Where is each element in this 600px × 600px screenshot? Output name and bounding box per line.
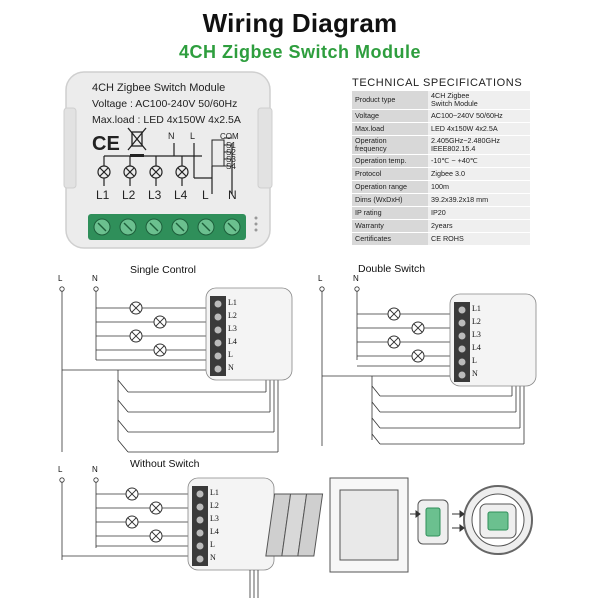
mini-module-terminal-label: L3 [228, 324, 237, 333]
spec-label: Product type [352, 91, 428, 111]
terminal-label-l3: L3 [148, 188, 162, 202]
module-voltage-label: Voltage : AC100-240V 50/60Hz [92, 98, 238, 110]
spec-label: Operation temp. [352, 154, 428, 169]
spec-label: Protocol [352, 167, 428, 182]
mini-module-terminal-label: L3 [472, 330, 481, 339]
spec-label: Max.load [352, 122, 428, 137]
mini-module-terminal-label: L4 [228, 337, 237, 346]
spec-value: LED 4x150W 4x2.5A [428, 122, 530, 137]
switch-module-illustration: CE [62, 68, 274, 252]
single-control-title: Single Control [130, 264, 196, 276]
mini-module-terminal-label: L2 [472, 317, 481, 326]
module-s2-label: S2 [226, 148, 236, 157]
spec-row: Operation temp.-10℃ ~ +40℃ [352, 154, 530, 169]
installation-illustration [265, 477, 533, 573]
spec-value: CE ROHS [428, 232, 530, 247]
single-control-diagram [59, 286, 293, 453]
svg-text:CE: CE [92, 133, 120, 155]
double-neutral-label: N [353, 274, 359, 283]
single-line-label: L [58, 274, 63, 283]
spec-label: Voltage [352, 109, 428, 124]
module-s1-label: S1 [226, 141, 236, 150]
mini-module-terminal-label: L4 [210, 527, 219, 536]
page-subtitle: 4CH Zigbee Switch Module [178, 42, 422, 62]
without-switch-diagram [59, 477, 275, 598]
mini-module-terminal-label: L1 [472, 304, 481, 313]
without-line-label: L [58, 465, 63, 474]
spec-label: Warranty [352, 219, 428, 234]
spec-value: 2years [428, 219, 530, 234]
mini-module-terminal-label: L [210, 540, 215, 549]
mini-module-terminal-label: L4 [472, 343, 481, 352]
terminal-label-l: L [202, 188, 209, 202]
module-body-graphic: CE [63, 71, 273, 249]
double-switch-diagram [319, 286, 537, 446]
mini-module-terminal-label: L [472, 356, 477, 365]
spec-label: IP rating [352, 206, 428, 221]
terminal-label-n: N [228, 188, 237, 202]
mini-module-terminal-label: N [228, 363, 234, 372]
mini-module-terminal-label: L3 [210, 514, 219, 523]
without-neutral-label: N [92, 465, 98, 474]
spec-value: -10℃ ~ +40℃ [428, 154, 530, 169]
mini-module-terminal-label: L1 [210, 488, 219, 497]
module-com-label: COM [220, 132, 239, 141]
spec-value: 39.2x39.2x18 mm [428, 193, 530, 208]
mini-module-terminal-label: N [210, 553, 216, 562]
module-input-l: L [190, 131, 196, 141]
spec-value: AC100~240V 50/60Hz [428, 109, 530, 124]
mini-module-terminal-label: N [472, 369, 478, 378]
terminal-label-l4: L4 [174, 188, 188, 202]
mini-module-terminal-label: L [228, 350, 233, 359]
spec-heading: TECHNICAL SPECIFICATIONS [352, 77, 523, 89]
double-line-label: L [318, 274, 323, 283]
mini-module-terminal-label: L2 [210, 501, 219, 510]
module-name-label: 4CH Zigbee Switch Module [92, 82, 226, 94]
spec-row: Dims (WxDxH)39.2x39.2x18 mm [352, 193, 530, 208]
without-switch-title: Without Switch [130, 458, 200, 470]
mini-module-terminal-label: L2 [228, 311, 237, 320]
spec-label: Operation range [352, 180, 428, 195]
module-s4-label: S4 [226, 162, 236, 171]
spec-value: IP20 [428, 206, 530, 221]
double-switch-title: Double Switch [358, 263, 426, 275]
single-neutral-label: N [92, 274, 98, 283]
terminal-label-l2: L2 [122, 188, 136, 202]
module-maxload-label: Max.load : LED 4x150W 4x2.5A [92, 114, 241, 126]
spec-label: Certificates [352, 232, 428, 247]
spec-value: 100m [428, 180, 530, 195]
module-input-n: N [168, 131, 175, 141]
module-s3-label: S3 [226, 155, 236, 164]
page-title: Wiring Diagram [202, 8, 398, 38]
spec-label: Dims (WxDxH) [352, 193, 428, 208]
terminal-label-l1: L1 [96, 188, 110, 202]
spec-value: Zigbee 3.0 [428, 167, 530, 182]
mini-module-terminal-label: L1 [228, 298, 237, 307]
